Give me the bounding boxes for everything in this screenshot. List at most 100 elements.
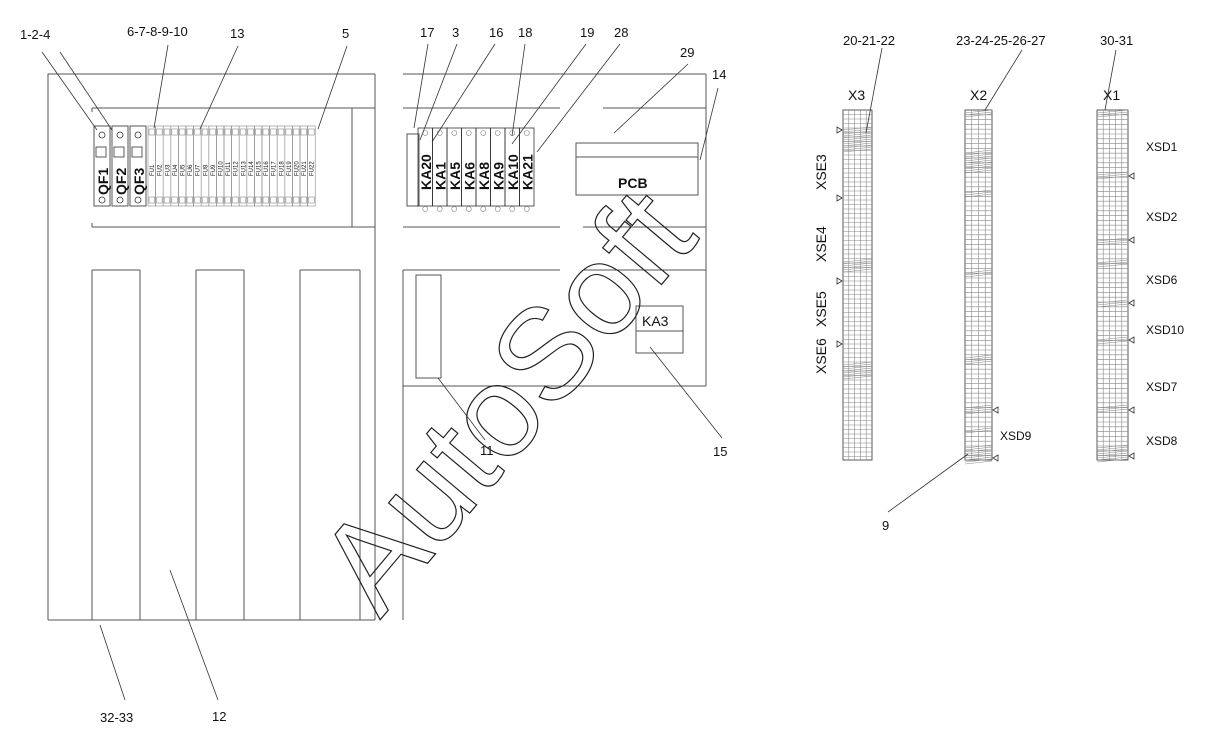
fuse-label: FU2 <box>158 164 164 176</box>
fuse-label: FU1 <box>150 164 156 176</box>
xse-label-xse3: XSE3 <box>813 154 829 190</box>
fuse-label: FU6 <box>188 164 194 176</box>
callout-23-27: 23-24-25-26-27 <box>956 33 1046 48</box>
callout-30-31: 30-31 <box>1100 33 1133 48</box>
fuse-label: FU17 <box>272 161 278 176</box>
xsd-label-xsd8: XSD8 <box>1146 434 1178 448</box>
fuse-label: FU11 <box>226 161 232 176</box>
xse-label-xse4: XSE4 <box>813 226 829 262</box>
fuse-fu22: FU22 <box>307 125 316 207</box>
fuse-label: FU10 <box>219 161 225 176</box>
leader-lines <box>41 43 1117 701</box>
breaker-label-qf1: QF1 <box>95 168 111 195</box>
terminal-block-x2 <box>964 109 999 465</box>
callout-1-2-4: 1-2-4 <box>20 27 50 42</box>
fuse-fu7: FU7 <box>193 125 202 207</box>
fuse-label: FU20 <box>295 161 301 176</box>
fuse-fu10: FU10 <box>216 125 225 207</box>
fuse-label: FU9 <box>211 164 217 176</box>
xsd-label-xsd2: XSD2 <box>1146 210 1178 224</box>
xse-label-xse5: XSE5 <box>813 291 829 327</box>
ka3-label: KA3 <box>642 313 669 329</box>
fuse-fu20: FU20 <box>292 125 301 207</box>
callout-5: 5 <box>342 26 349 41</box>
middle-enclosure <box>402 73 707 620</box>
callout-18: 18 <box>518 25 532 40</box>
relay-ka8: KA8 <box>475 127 492 212</box>
breaker-label-qf3: QF3 <box>131 168 147 195</box>
callout-9: 9 <box>882 518 889 533</box>
fuse-label: FU22 <box>310 161 316 176</box>
fuse-fu13: FU13 <box>238 125 247 207</box>
watermark: AutoSoft <box>290 162 722 638</box>
pcb-label: PCB <box>618 175 648 191</box>
relay-label: KA20 <box>418 154 434 190</box>
breaker-group: QF1 QF2 QF3 <box>93 125 147 207</box>
relay-label: KA10 <box>505 154 521 190</box>
relay-label: KA1 <box>433 162 449 190</box>
fuse-label: FU7 <box>196 164 202 176</box>
breaker-qf3: QF3 <box>129 125 147 207</box>
callout-19: 19 <box>580 25 594 40</box>
callout-labels: 1-2-4 6-7-8-9-10 13 5 17 3 16 18 19 28 2… <box>20 24 1133 725</box>
callout-15: 15 <box>713 444 727 459</box>
terminal-label-x3: X3 <box>848 87 865 103</box>
breaker-qf1: QF1 <box>93 125 111 207</box>
fuse-fu6: FU6 <box>185 125 194 207</box>
relay-label: KA6 <box>462 162 478 190</box>
relay-ka3: KA3 <box>635 305 684 354</box>
terminal-label-x1: X1 <box>1103 87 1120 103</box>
fuse-fu17: FU17 <box>269 125 278 207</box>
fuse-label: FU8 <box>203 164 209 176</box>
callout-17: 17 <box>420 25 434 40</box>
callout-29: 29 <box>680 45 694 60</box>
xsd-label-xsd9: XSD9 <box>1000 429 1032 443</box>
fuse-label: FU18 <box>279 161 285 176</box>
callout-28: 28 <box>614 25 628 40</box>
terminal-block-x1 <box>1096 109 1135 463</box>
callout-14: 14 <box>712 67 726 82</box>
xsd-label-xsd6: XSD6 <box>1146 273 1178 287</box>
callout-12: 12 <box>212 709 226 724</box>
fuse-fu3: FU3 <box>162 125 171 207</box>
relay-label: KA5 <box>447 162 463 190</box>
fuse-fu4: FU4 <box>170 125 179 207</box>
xsd-label-xsd10: XSD10 <box>1146 323 1184 337</box>
fuse-fu9: FU9 <box>208 125 217 207</box>
breaker-qf2: QF2 <box>111 125 129 207</box>
fuse-fu11: FU11 <box>223 125 232 207</box>
terminal-label-x2: X2 <box>970 87 987 103</box>
callout-3: 3 <box>452 25 459 40</box>
breaker-label-qf2: QF2 <box>113 168 129 195</box>
relay-label: KA21 <box>520 154 536 190</box>
callout-13: 13 <box>230 26 244 41</box>
xsd-label-xsd7: XSD7 <box>1146 380 1178 394</box>
terminal-block-x3 <box>836 109 873 461</box>
fuse-label: FU16 <box>264 161 270 176</box>
callout-11: 11 <box>480 443 494 458</box>
fuse-fu16: FU16 <box>261 125 270 207</box>
callout-32-33: 32-33 <box>100 710 133 725</box>
fuse-fu21: FU21 <box>299 125 308 207</box>
fuse-label: FU19 <box>287 161 293 176</box>
main-enclosure <box>47 73 376 621</box>
fuse-fu18: FU18 <box>276 125 285 207</box>
callout-6-10: 6-7-8-9-10 <box>127 24 188 39</box>
fuse-fu19: FU19 <box>284 125 293 207</box>
relay-label: KA9 <box>491 162 507 190</box>
fuse-label: FU15 <box>257 161 263 176</box>
pcb-board: PCB <box>575 142 699 196</box>
fuse-label: FU21 <box>302 161 308 176</box>
fuse-label: FU14 <box>249 161 255 176</box>
callout-20-22: 20-21-22 <box>843 33 895 48</box>
fuse-label: FU13 <box>241 161 247 176</box>
fuse-label: FU3 <box>165 164 171 176</box>
relay-label: KA8 <box>476 162 492 190</box>
callout-16: 16 <box>489 25 503 40</box>
xse-label-xse6: XSE6 <box>813 338 829 374</box>
fuse-fu5: FU5 <box>178 125 187 207</box>
fuse-fu15: FU15 <box>254 125 263 207</box>
fuse-label: FU12 <box>234 161 240 176</box>
fuse-fu8: FU8 <box>200 125 209 207</box>
